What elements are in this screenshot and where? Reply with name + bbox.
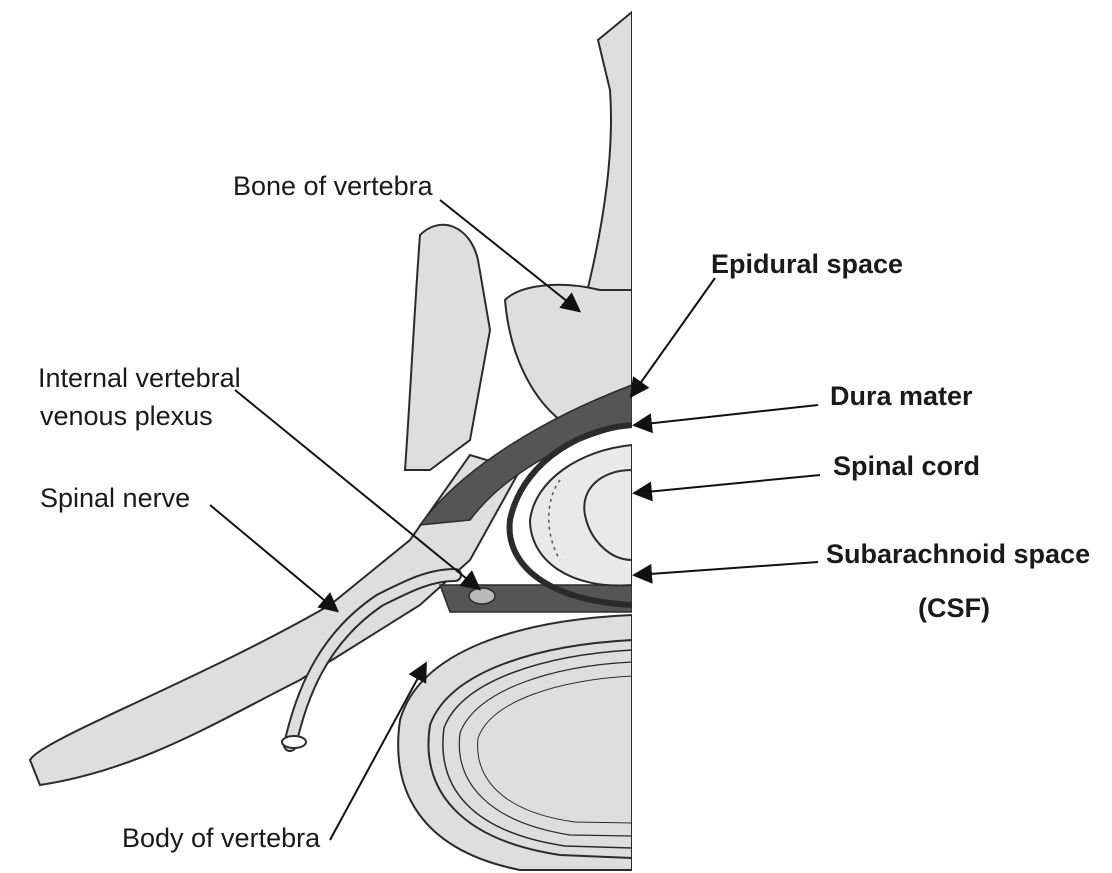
label-csf: (CSF) — [918, 592, 990, 625]
venous-plexus-dot — [469, 588, 495, 604]
label-internal-plexus-line2: venous plexus — [40, 400, 213, 433]
label-subarachnoid-space: Subarachnoid space — [826, 538, 1090, 571]
label-epidural-space: Epidural space — [711, 248, 903, 281]
spinal-cord-body — [530, 445, 632, 586]
arrow-spinal-nerve — [210, 505, 336, 610]
label-spinal-nerve: Spinal nerve — [40, 482, 190, 515]
label-dura-mater: Dura mater — [830, 380, 973, 413]
spinous-process — [585, 12, 632, 300]
articular-process — [405, 225, 490, 470]
nerve-cut-end — [282, 736, 306, 748]
label-internal-plexus-line1: Internal vertebral — [38, 362, 241, 395]
right-half-mask — [632, 0, 1112, 873]
label-bone-of-vertebra: Bone of vertebra — [233, 170, 433, 203]
label-spinal-cord: Spinal cord — [833, 450, 980, 483]
label-body-of-vertebra: Body of vertebra — [122, 822, 320, 855]
